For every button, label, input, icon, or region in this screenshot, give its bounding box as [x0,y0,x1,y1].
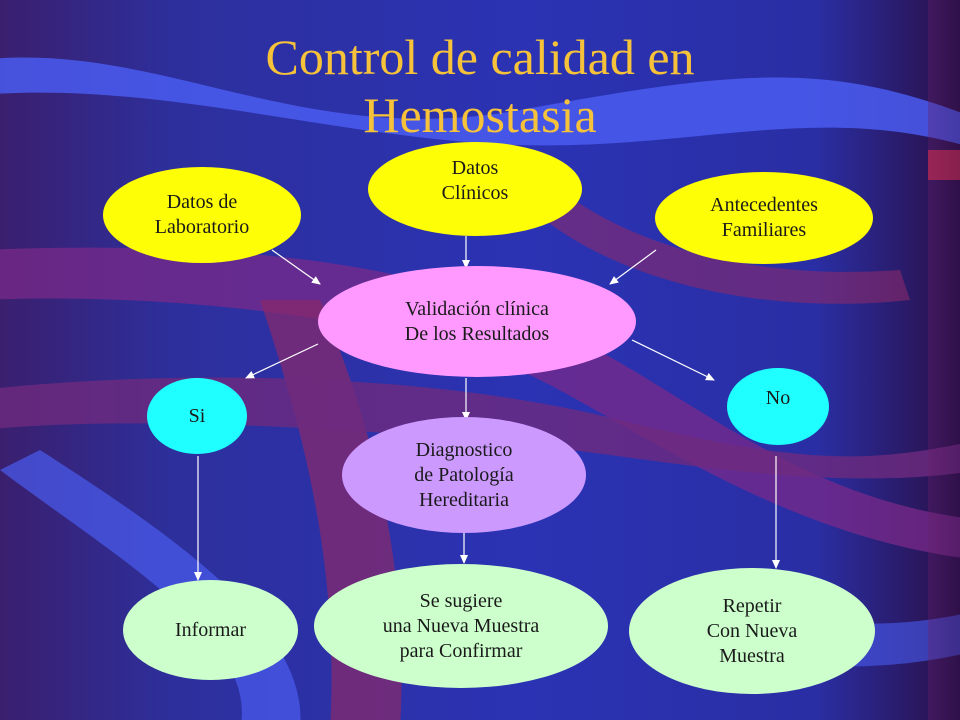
arrow-validacion-to-si [245,343,319,379]
node-informar: Informar [123,580,298,680]
node-label-line: para Confirmar [399,639,523,662]
node-label: Si [188,404,206,427]
node-label-line: Repetir [722,594,782,617]
arrow-antecedentes-to-validacion [609,249,657,285]
arrow-lab-to-validacion [271,249,321,285]
node-label-line: Hereditaria [419,488,509,511]
node-label-line: Familiares [721,219,807,241]
node-label-line: Se sugiere [419,589,503,612]
node-se-sugiere: Se sugiere una Nueva Muestra para Confir… [314,564,608,688]
node-datos-clinicos: Datos Clínicos [368,142,582,236]
node-label-line: Clínicos [441,182,509,204]
node-datos-laboratorio: Datos de Laboratorio [103,167,301,263]
node-diagnostico-patologia: Diagnostico de Patología Hereditaria [342,417,586,533]
node-label-line: Diagnostico [415,438,513,461]
node-label-line: De los Resultados [404,322,550,345]
node-antecedentes-familiares: Antecedentes Familiares [655,172,873,264]
node-label-line: Muestra [719,644,785,667]
node-no: No [727,368,829,445]
node-label: Informar [174,618,247,641]
title-line-2: Hemostasia [363,87,597,143]
node-label-line: Datos de [166,191,238,213]
node-label-line: Antecedentes [710,194,818,216]
node-label-line: Con Nueva [706,619,798,642]
node-label: No [765,387,791,409]
page-title: Control de calidad en Hemostasia [0,28,960,144]
node-label-line: Datos [451,157,499,179]
node-validacion-clinica: Validación clínica De los Resultados [318,266,636,377]
node-repetir: Repetir Con Nueva Muestra [629,568,875,694]
node-label-line: Laboratorio [154,216,250,238]
arrow-validacion-to-no [631,339,715,381]
node-label-line: Validación clínica [405,297,549,320]
node-label-line: una Nueva Muestra [382,614,540,637]
node-label-line: de Patología [414,463,514,486]
node-si: Si [147,378,247,454]
title-line-1: Control de calidad en [265,29,695,85]
